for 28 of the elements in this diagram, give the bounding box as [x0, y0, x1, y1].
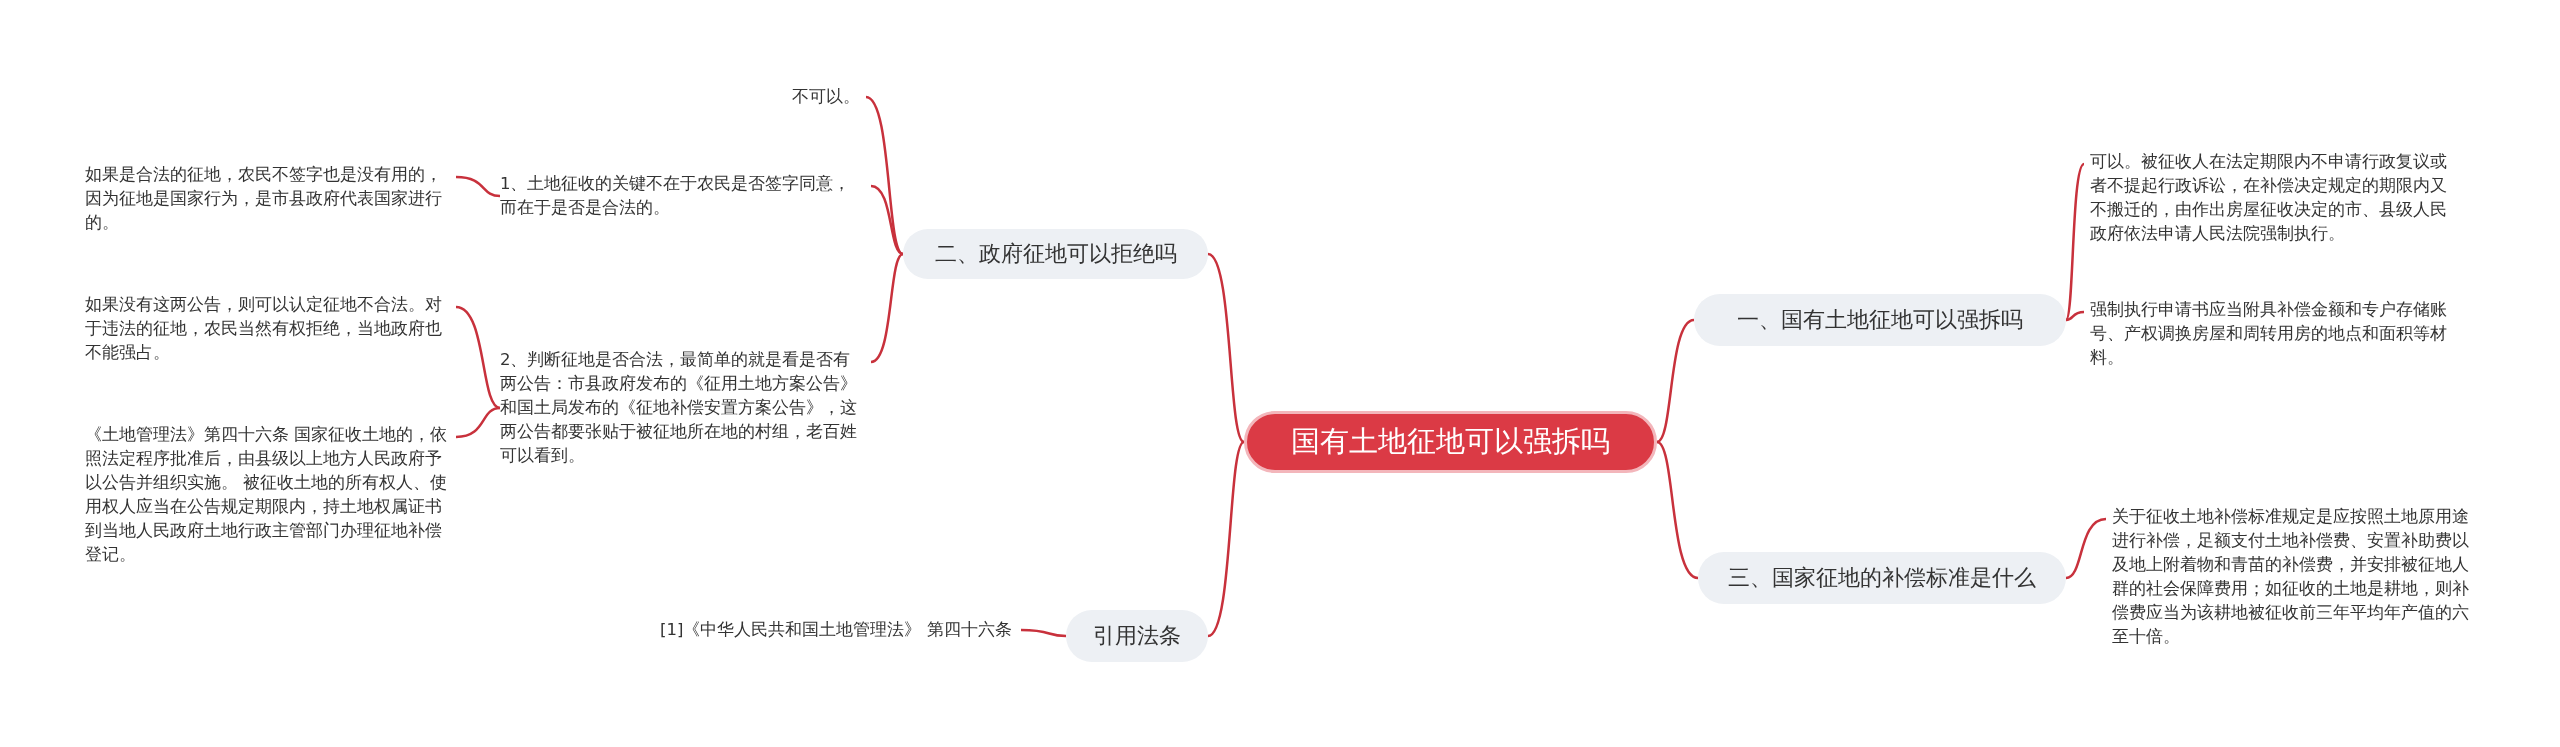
connector-line: [455, 175, 501, 198]
note-text: [1]《中华人民共和国土地管理法》 第四十六条: [660, 618, 1015, 642]
note-text: 不可以。: [760, 85, 860, 109]
connector-line: [1207, 441, 1245, 638]
connector-line: [455, 305, 501, 410]
connector-line: [1656, 318, 1695, 444]
note-text: 可以。被征收人在法定期限内不申请行政复议或者不提起行政诉讼，在补偿决定规定的期限内又不搬迁的，由作出房屋征收决定的市、县级人民政府依法申请人民法院强制执行。: [2090, 150, 2460, 246]
note-text: 关于征收土地补偿标准规定是应按照土地原用途进行补偿，足额支付土地补偿费、安置补助费以及地上附着物和青苗的补偿费，并安排被征地人群的社会保障费用；如征收的土地是耕地，则补偿费应当为该耕地被征收前三年平均年产值的六至十倍。: [2112, 505, 2477, 649]
connector-line: [1020, 628, 1067, 638]
connector-line: [2064, 163, 2085, 321]
note-text: 1、土地征收的关键不在于农民是否签字同意，而在于是否是合法的。: [500, 172, 865, 220]
connector-line: [2065, 517, 2107, 580]
topic-bubble: 三、国家征地的补偿标准是什么: [1698, 552, 2066, 604]
connector-line: [1207, 252, 1245, 443]
connector-line: [870, 184, 904, 256]
connector-line: [455, 406, 501, 439]
topic-bubble: 一、国有土地征地可以强拆吗: [1694, 294, 2066, 346]
central-topic: 国有土地征地可以强拆吗: [1244, 411, 1657, 473]
connector-line: [2065, 310, 2085, 322]
note-text: 2、判断征地是否合法，最简单的就是看是否有两公告：市县政府发布的《征用土地方案公告》和国土局发布的《征地补偿安置方案公告》，这两公告都要张贴于被征地所在地的村组，老百姓可以看到。: [500, 348, 865, 468]
topic-bubble: 二、政府征地可以拒绝吗: [903, 229, 1208, 279]
note-text: 强制执行申请书应当附具补偿金额和专户存储账号、产权调换房屋和周转用房的地点和面积等材料。: [2090, 298, 2460, 370]
connector-line: [870, 252, 904, 364]
connector-line: [1656, 440, 1699, 580]
note-text: 《土地管理法》第四十六条 国家征收土地的，依照法定程序批准后，由县级以上地方人民政府予以公告并组织实施。 被征收土地的所有权人、使用权人应当在公告规定期限内，持土地权属证书到当地人民政府土地行政主管部门办理征地补偿登记。: [85, 423, 450, 567]
topic-bubble: 引用法条: [1066, 610, 1208, 662]
note-text: 如果是合法的征地，农民不签字也是没有用的，因为征地是国家行为，是市县政府代表国家进行的。: [85, 163, 450, 235]
note-text: 如果没有这两公告，则可以认定征地不合法。对于违法的征地，农民当然有权拒绝，当地政府也不能强占。: [85, 293, 450, 365]
